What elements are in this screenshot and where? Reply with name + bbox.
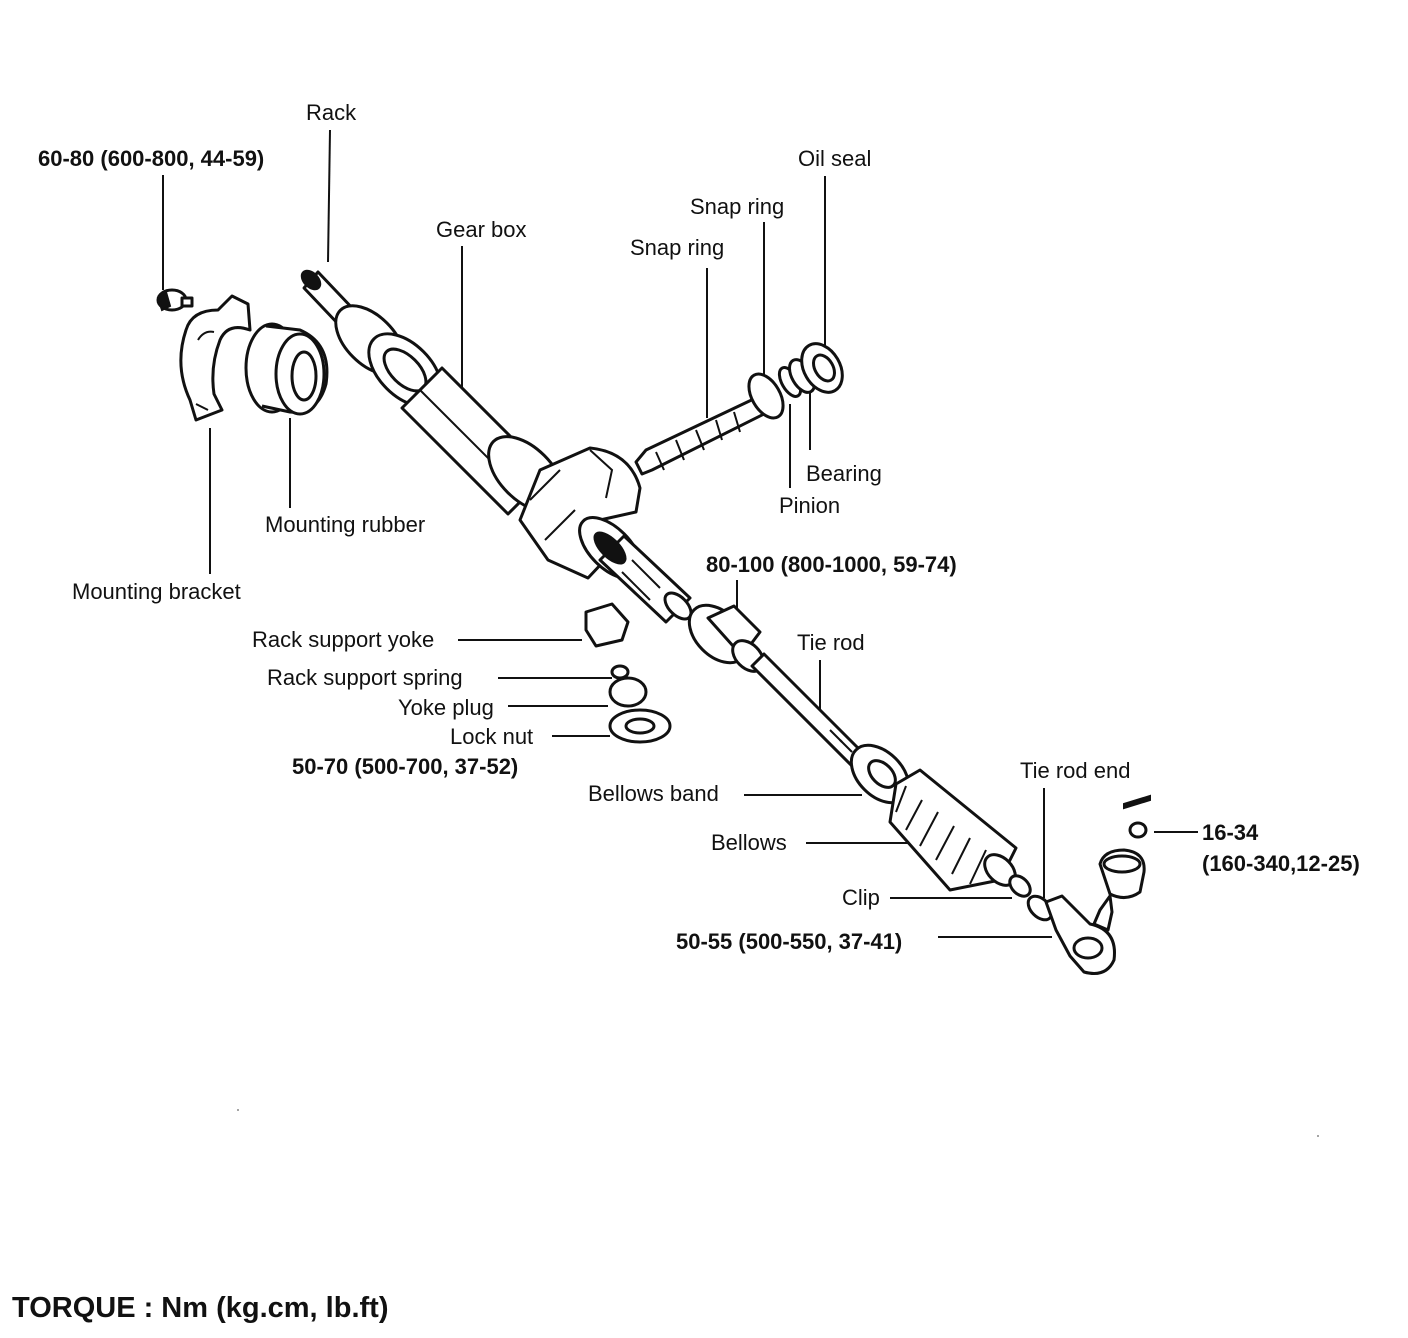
torque-units-footer: TORQUE : Nm (kg.cm, lb.ft) [12,1292,389,1324]
label-tie-rod: Tie rod [797,630,865,655]
bracket-bolt [156,288,194,312]
label-yoke-plug: Yoke plug [398,695,494,720]
label-clip: Clip [842,885,880,910]
label-bracket-torque: 60-80 (600-800, 44-59) [38,146,265,171]
label-pinion: Pinion [779,493,841,518]
castle-nut-stack [1098,794,1151,899]
label-bellows: Bellows [711,830,787,855]
tie-rod [687,603,868,770]
label-bearing: Bearing [806,461,882,486]
label-lock-nut-torque: 50-70 (500-700, 37-52) [292,754,519,779]
rack-gear-box-assembly [300,269,693,624]
label-rack: Rack [306,100,357,125]
label-oil-seal: Oil seal [798,146,872,171]
mounting-rubber [244,322,329,416]
label-mounting-rubber: Mounting rubber [265,512,426,537]
label-lock-nut: Lock nut [450,724,534,749]
label-snap-ring-inner: Snap ring [630,235,725,260]
label-bellows-band: Bellows band [588,781,719,806]
label-snap-ring-outer: Snap ring [690,194,785,219]
mounting-bracket [179,294,252,422]
label-tie-rod-torque: 80-100 (800-1000, 59-74) [706,552,957,577]
label-rack-support-spring: Rack support spring [267,665,463,690]
bellows-assembly [849,743,1018,892]
yoke-stack [584,602,672,744]
label-castle-nut-torque-1: 16-34 [1202,820,1259,845]
leader-lines [162,129,1198,938]
pinion-shaft [634,342,844,476]
label-tie-rod-end-torque: 50-55 (500-550, 37-41) [676,929,903,954]
label-castle-nut-torque-2: (160-340,12-25) [1202,851,1360,876]
tie-rod-end-assembly [1008,874,1116,975]
label-rack-support-yoke: Rack support yoke [252,627,435,652]
label-tie-rod-end: Tie rod end [1020,758,1131,783]
label-gear-box: Gear box [436,217,527,242]
label-mounting-bracket: Mounting bracket [72,579,241,604]
